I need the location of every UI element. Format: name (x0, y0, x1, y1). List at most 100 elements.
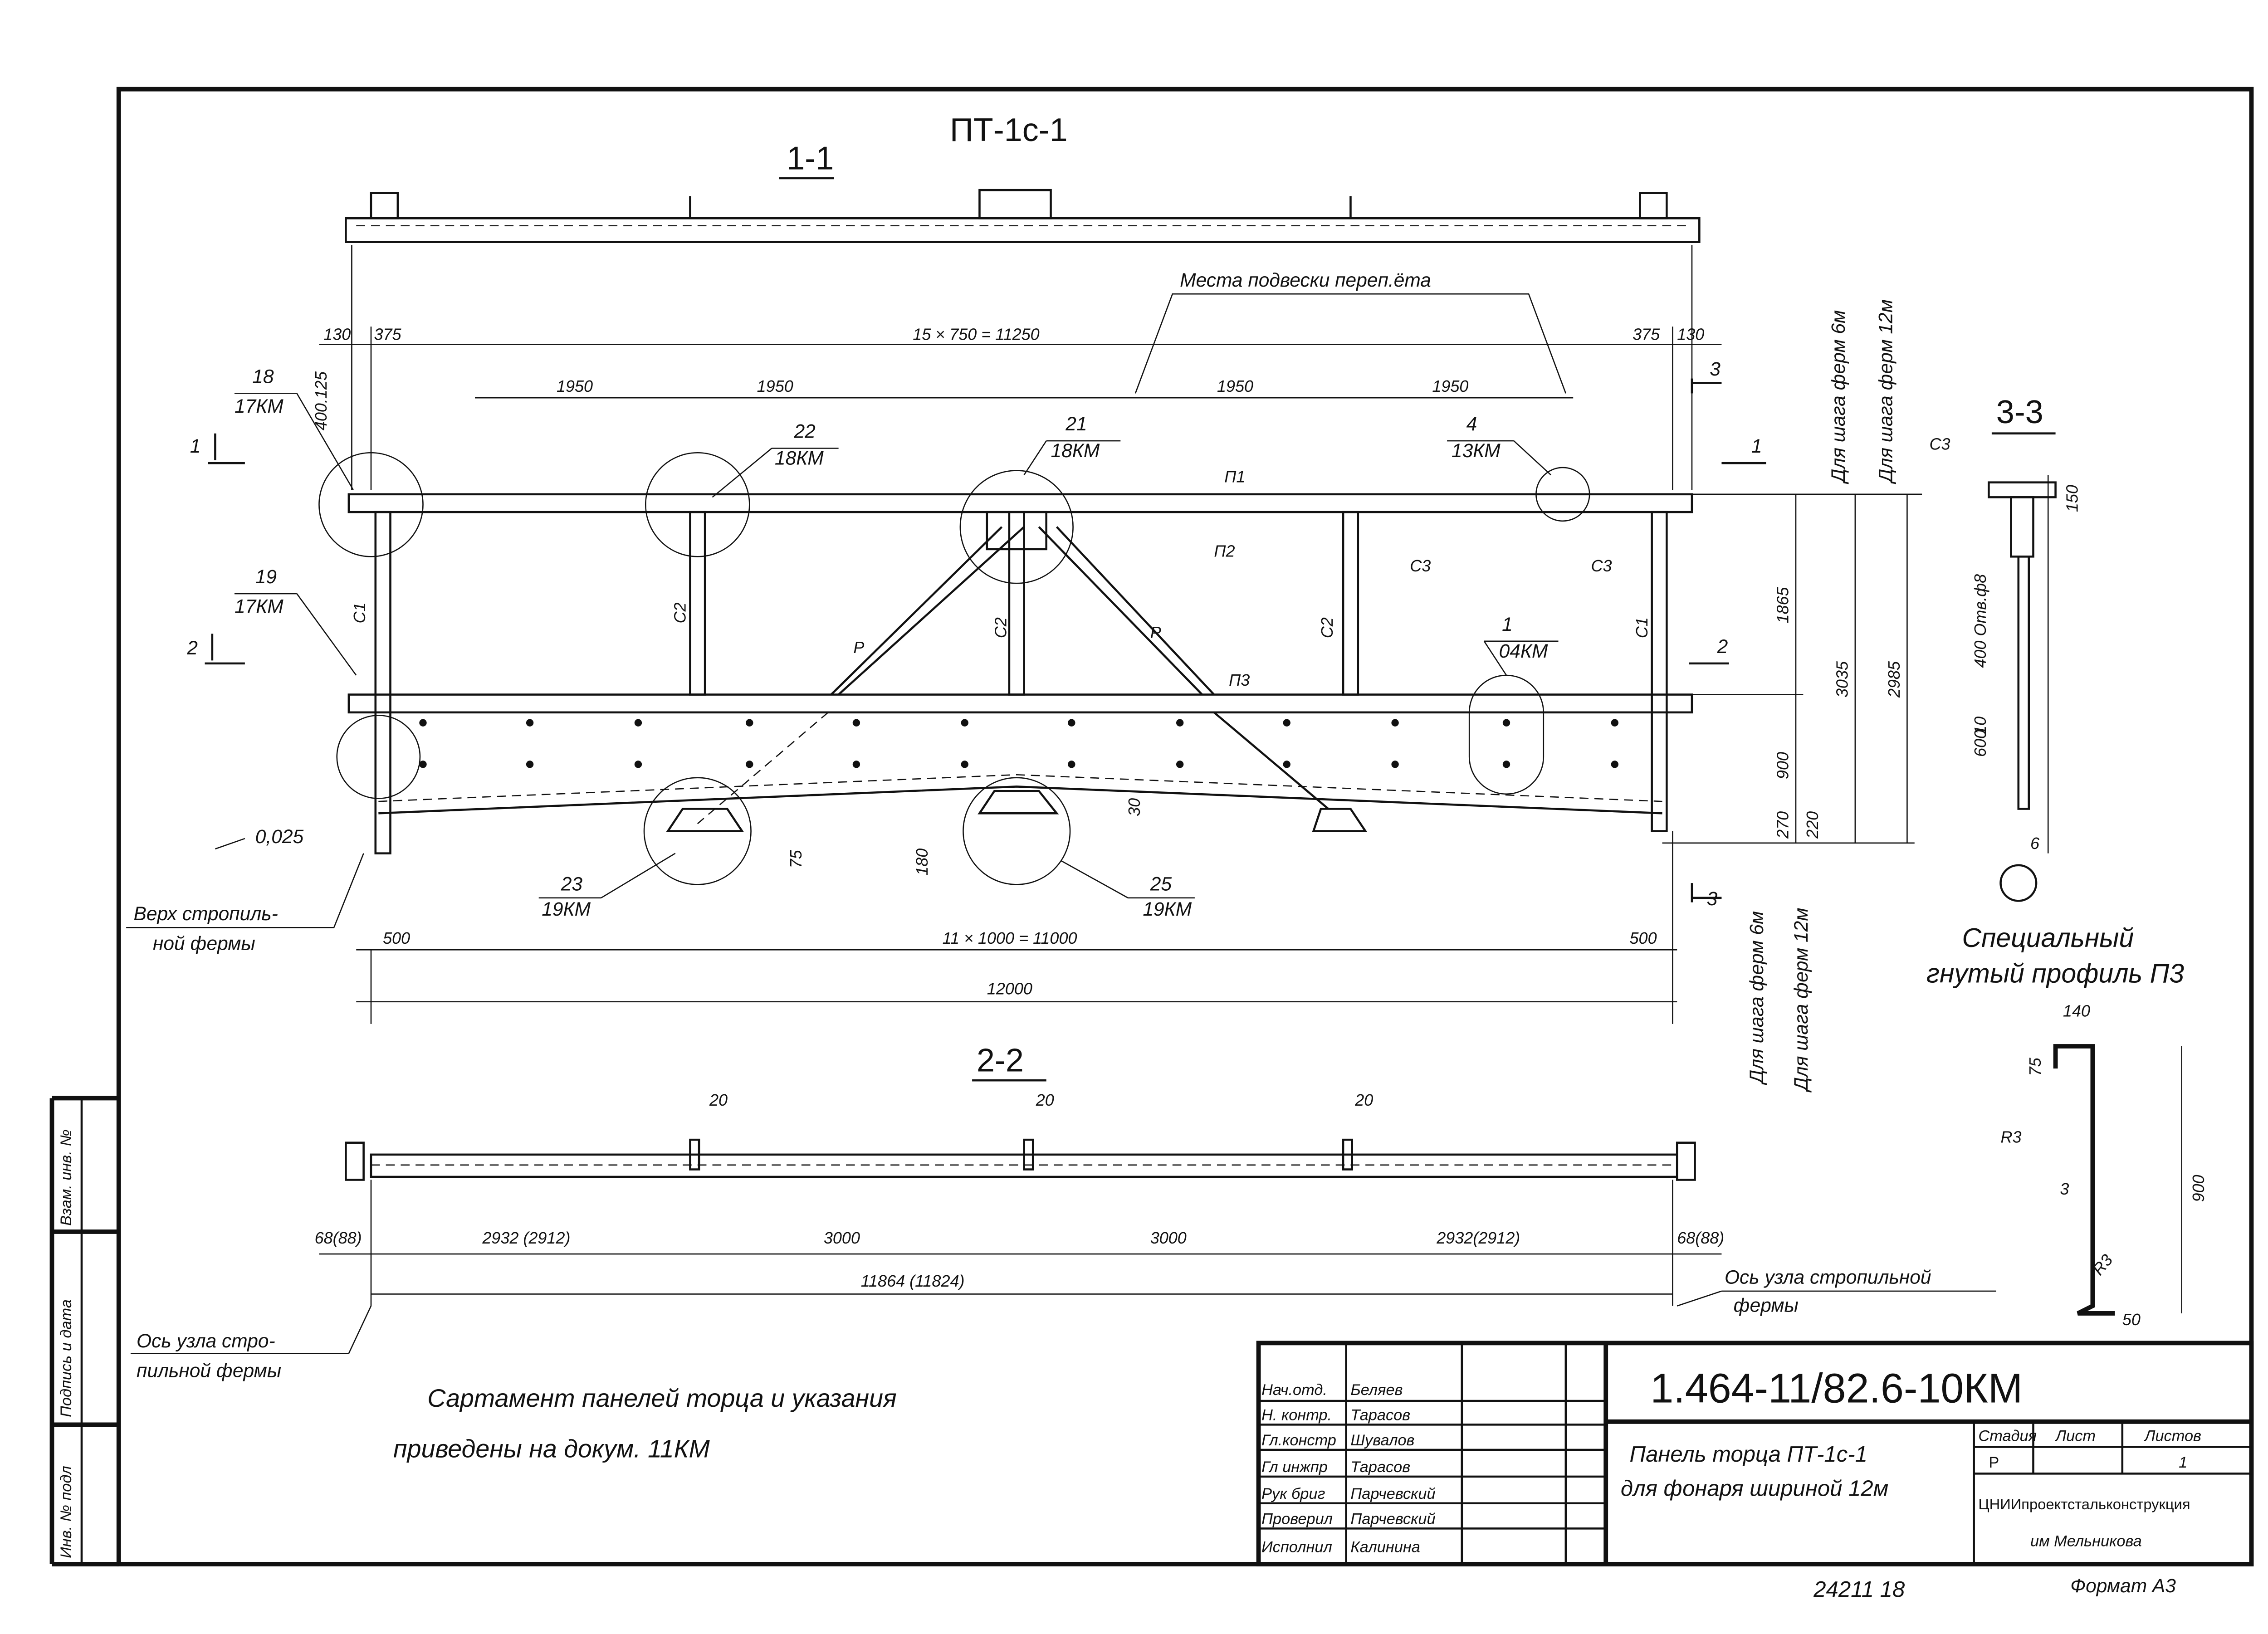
label-title_block-signers-0-name: Беляев (1350, 1381, 1403, 1399)
label-drawing-profile_dims-d140: 140 (2063, 1002, 2090, 1020)
label-title_block-signers-1-role: Н. контр. (1261, 1407, 1332, 1424)
label-drawing-axis_label_left_1: Ось узла стро- (137, 1330, 275, 1352)
label-drawing-callouts-1-num: 22 (793, 421, 816, 443)
dim-1950-2: 1950 (757, 377, 793, 395)
label-drawing-section_2_2_dims-s3: 3000 (1150, 1229, 1187, 1247)
dim-130-right: 130 (1677, 325, 1704, 344)
label-drawing-section_marks-right3_bottom: 3 (1707, 888, 1718, 910)
label-drawing-bottom_dims-d500_left: 500 (383, 929, 410, 947)
label-drawing-section_marks-right2: 2 (1717, 636, 1728, 658)
label-drawing-section_3_3: 3-3 (1996, 394, 2043, 430)
dim-1950-1: 1950 (557, 377, 593, 395)
label-title_block-stage: Р (1989, 1454, 1999, 1471)
dim-130-left: 130 (323, 325, 351, 344)
label-drawing-callouts-4-num: 19 (255, 566, 277, 588)
drawing-code: 1.464-11/82.6-10КМ (1650, 1365, 2023, 1411)
stamp-sign-date: Подпись и дата (58, 1299, 75, 1417)
label-drawing-axis_label_right_1: Ось узла стропильной (1725, 1267, 1931, 1288)
truss-top-label-2: ной фермы (153, 932, 255, 954)
label-drawing-section_3_3_dims-d6: 6 (2030, 834, 2040, 853)
plan-view-strip (345, 189, 1701, 243)
label-drawing-profile_dims-d50: 50 (2122, 1310, 2141, 1329)
member-c3-b: С3 (1591, 556, 1612, 575)
label-title_block-sheet_label: Лист (2055, 1427, 2096, 1444)
suspension-label: Места подвески переп.ёта (1180, 269, 1431, 291)
label-drawing-bottom_dims-main: 11 × 1000 = 11000 (943, 929, 1077, 947)
label-drawing-callouts-2-ref: 18КМ (1051, 440, 1100, 462)
label-drawing-profile_title_2: гнутый профиль П3 (1926, 959, 2184, 988)
label-title_block-signers-1-name: Тарасов (1350, 1407, 1410, 1424)
label-drawing-axis_label_left_2: пильной фермы (137, 1360, 281, 1382)
member-c1-left: С1 (350, 603, 369, 624)
dim-75: 75 (787, 849, 805, 868)
label-drawing-callouts-3-num: 4 (1466, 413, 1477, 435)
label-drawing-profile_dims-r3a: R3 (2001, 1128, 2022, 1146)
label-drawing-section_2_2_dims-d20: 20 (1036, 1091, 1054, 1109)
drawing-name-line-2: для фонаря шириной 12м (1621, 1476, 1888, 1501)
label-drawing-section_3_3_dims-d10: 10 (1971, 717, 1989, 735)
label-drawing-axis_label_right_2: фермы (1734, 1295, 1799, 1317)
label-drawing-section_2_2_dims-left_end: 68(88) (315, 1229, 362, 1247)
archive-number: 24211 18 (1813, 1577, 1905, 1602)
label-drawing-right_dims-h2985: 2985 (1885, 661, 1903, 698)
dim-375-right: 375 (1633, 325, 1660, 344)
step-12m-label-top: Для шага ферм 12м (1875, 299, 1897, 484)
step-6m-label-top: Для шага ферм 6м (1828, 310, 1849, 484)
drawing-name-line-1: Панель торца ПТ-1с-1 (1630, 1442, 1867, 1467)
label-title_block-signers-6-role: Исполнил (1261, 1539, 1332, 1556)
truss-top-label: Верх стропиль- (133, 903, 278, 925)
label-drawing-callouts-0-ref: 17КМ (235, 395, 284, 417)
label-drawing-callouts-0-num: 18 (252, 366, 274, 387)
label-title_block-signers-5-role: Проверил (1261, 1511, 1333, 1528)
label-title_block-signers-2-role: Гл.констр (1261, 1432, 1336, 1449)
label-drawing-section_marks-left1: 1 (190, 435, 201, 457)
label-title_block-signers-4-name: Парчевский (1350, 1485, 1435, 1502)
label-drawing-section_2_2_dims-s2: 3000 (824, 1229, 860, 1247)
label-title_block-sheets: 1 (2179, 1454, 2187, 1471)
section-3-3: 3-3 С3 150 400 Отв.ф8 600 10 6 (1929, 394, 2082, 902)
approval-stamp-column: Инв. № подл Подпись и дата Взам. инв. № (58, 1129, 75, 1558)
dim-400-125: 400.125 (312, 371, 330, 430)
section-2-2: 2-2 20 20 20 68(88) 2932 (2912) 3000 300… (130, 1043, 1996, 1382)
dim-1950-3: 1950 (1217, 377, 1253, 395)
label-drawing-section_3_3_dims-holes: 400 Отв.ф8 (1971, 574, 1989, 668)
label-drawing-section_2_2_dims-s4: 2932(2912) (1436, 1229, 1520, 1247)
label-drawing-section_marks-right3_top: 3 (1710, 358, 1721, 380)
label-drawing-right_dims-h3035: 3035 (1833, 661, 1852, 697)
right-dimensions: 1865 3035 2985 900 270 220 Для шага ферм… (1662, 299, 1922, 1093)
label-drawing-right_dims-h220: 220 (1803, 811, 1822, 839)
organization: ЦНИИпроектстальконструкция (1978, 1496, 2190, 1512)
member-c2-3: С2 (1318, 617, 1336, 638)
slope-value: 0,025 (255, 826, 304, 848)
bolt-holes (419, 719, 1619, 768)
label-drawing-callouts-7-ref: 19КМ (1143, 898, 1192, 920)
label-drawing-bottom_dims-d500_right: 500 (1630, 929, 1657, 947)
label-drawing-section_marks-left2: 2 (186, 637, 198, 659)
label-title_block-stage_label: Стадия (1978, 1427, 2037, 1444)
label-drawing-right_dims-h270: 270 (1774, 811, 1792, 839)
label-title_block-signers-0-role: Нач.отд. (1261, 1381, 1327, 1399)
label-drawing-right_dims-h1865: 1865 (1774, 586, 1792, 623)
dim-30: 30 (1125, 798, 1144, 816)
label-drawing-callouts-1-ref: 18КМ (775, 447, 824, 469)
title-block: Нач.отд. Беляев Н. контр. Тарасов Гл.конст… (1256, 1341, 2254, 1566)
label-drawing-profile_title_1: Специальный (1962, 923, 2134, 953)
step-12m-label-bottom: Для шага ферм 12м (1790, 908, 1812, 1093)
member-p3: П3 (1229, 671, 1250, 689)
label-drawing-section_2_2: 2-2 (977, 1043, 1024, 1079)
note-line-2: приведены на докум. 11КМ (393, 1434, 710, 1463)
label-drawing-callouts-2-num: 21 (1065, 413, 1087, 435)
bottom-dimensions: 500 11 × 1000 = 11000 500 12000 (356, 831, 1677, 1024)
label-drawing-section_2_2_dims-right_end: 68(88) (1677, 1229, 1724, 1247)
dim-375-left: 375 (374, 325, 402, 344)
label-drawing-callouts-6-num: 23 (561, 873, 583, 895)
member-p1: П1 (1224, 468, 1245, 486)
label-drawing-section_3_3_dims-d600: 600 (1971, 730, 1989, 757)
label-title_block-sheets_label: Листов (2144, 1427, 2201, 1444)
dim-180: 180 (913, 849, 931, 876)
label-title_block-signers-3-name: Тарасов (1350, 1458, 1410, 1476)
section-1-1-title: 1-1 (787, 140, 834, 176)
label-title_block-org_line2: им Мельникова (2030, 1533, 2142, 1550)
label-title_block-signers-5-name: Парчевский (1350, 1511, 1435, 1528)
